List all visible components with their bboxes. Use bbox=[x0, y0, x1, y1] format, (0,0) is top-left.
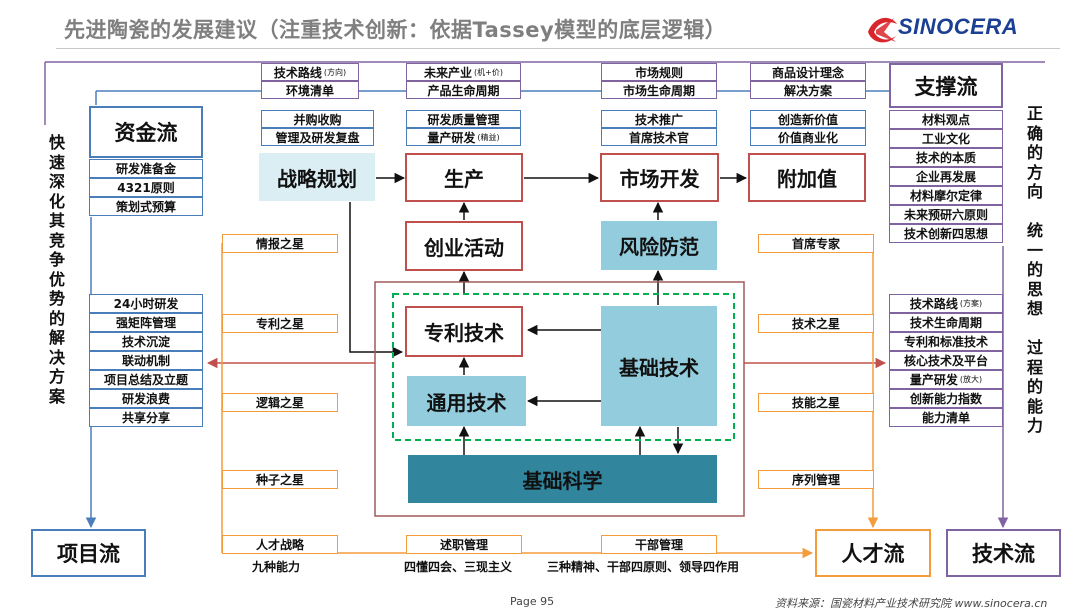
value-label-2: 创造新价值 bbox=[750, 110, 866, 128]
capital-flow-box: 资金流 bbox=[89, 106, 203, 158]
market-label-2: 技术推广 bbox=[601, 110, 717, 128]
infra-tech-box: 基础技术 bbox=[601, 306, 717, 426]
support-item-3: 企业再发展 bbox=[889, 167, 1003, 186]
production-label-1: 产品生命周期 bbox=[406, 81, 521, 99]
tech-item-1: 技术生命周期 bbox=[889, 313, 1003, 332]
tech-item-5: 创新能力指数 bbox=[889, 389, 1003, 408]
strategy-label-3: 管理及研发复盘 bbox=[261, 128, 374, 146]
tech-item-0: 技术路线(方案) bbox=[889, 294, 1003, 313]
tech-item-3: 核心技术及平台 bbox=[889, 351, 1003, 370]
market-label-3: 首席技术官 bbox=[601, 128, 717, 146]
support-item-5: 未来预研六原则 bbox=[889, 205, 1003, 224]
value-added-box: 附加值 bbox=[748, 153, 866, 202]
page-title: 先进陶瓷的发展建议（注重技术创新：依据Tassey模型的底层逻辑） bbox=[64, 18, 727, 42]
strategy-to-patent-arrow bbox=[349, 202, 404, 358]
capital-item-0: 研发准备金 bbox=[89, 159, 203, 178]
project-item-5: 研发浪费 bbox=[89, 389, 203, 408]
talent-right-2: 技能之星 bbox=[758, 393, 874, 412]
strategy-label-0: 技术路线(方向) bbox=[261, 63, 359, 81]
project-item-0: 24小时研发 bbox=[89, 294, 203, 313]
production-box: 生产 bbox=[405, 153, 523, 202]
capital-item-2: 策划式预算 bbox=[89, 197, 203, 216]
talent-mid-0: 述职管理 bbox=[406, 535, 522, 554]
capital-item-1: 4321原则 bbox=[89, 178, 203, 197]
strategy-label-2: 并购收购 bbox=[261, 110, 374, 128]
project-item-3: 联动机制 bbox=[89, 351, 203, 370]
venture-box: 创业活动 bbox=[405, 221, 523, 271]
support-item-6: 技术创新四思想 bbox=[889, 224, 1003, 243]
strategy-box: 战略规划 bbox=[259, 153, 375, 201]
talent-right-1: 技术之星 bbox=[758, 314, 874, 333]
tech-item-4: 量产研发(放大) bbox=[889, 370, 1003, 389]
market-label-1: 市场生命周期 bbox=[601, 81, 717, 99]
left-side-text: 快速深化其竞争优势的解决方案 bbox=[48, 133, 65, 406]
risk-box: 风险防范 bbox=[601, 221, 717, 270]
project-item-2: 技术沉淀 bbox=[89, 332, 203, 351]
tech-flow-box: 技术流 bbox=[946, 529, 1061, 577]
talent-left-2: 逻辑之星 bbox=[222, 393, 338, 412]
talent-right-0: 首席专家 bbox=[758, 234, 874, 253]
strategy-label-1: 环境清单 bbox=[261, 81, 359, 99]
generic-tech-box: 通用技术 bbox=[407, 376, 526, 426]
basic-science-box: 基础科学 bbox=[408, 455, 717, 503]
support-item-4: 材料摩尔定律 bbox=[889, 186, 1003, 205]
page-number: Page 95 bbox=[510, 595, 555, 608]
project-flow-box: 项目流 bbox=[31, 529, 146, 577]
talent-left-0: 情报之星 bbox=[222, 234, 338, 253]
purple-frame bbox=[44, 61, 1045, 125]
production-label-0: 未来产业(机+价) bbox=[406, 63, 521, 81]
market-box: 市场开发 bbox=[600, 153, 719, 202]
production-label-3: 量产研发(精益) bbox=[406, 128, 521, 146]
patent-tech-box: 专利技术 bbox=[405, 306, 523, 357]
tech-dashed-frame bbox=[392, 293, 735, 441]
talent-flow-box: 人才流 bbox=[815, 529, 931, 577]
support-flow-box: 支撑流 bbox=[889, 63, 1003, 108]
project-item-4: 项目总结及立题 bbox=[89, 370, 203, 389]
value-label-0: 商品设计理念 bbox=[750, 63, 866, 81]
sinocera-logo-text: SINOCERA bbox=[898, 14, 1019, 39]
production-label-2: 研发质量管理 bbox=[406, 110, 521, 128]
talent-left-4: 人才战略 bbox=[222, 535, 338, 554]
core-tech-frame bbox=[374, 281, 745, 517]
value-label-3: 价值商业化 bbox=[750, 128, 866, 146]
sinocera-logo-icon bbox=[868, 17, 897, 43]
talent-right-3: 序列管理 bbox=[758, 470, 874, 489]
project-item-6: 共享分享 bbox=[89, 408, 203, 427]
right-side-text: 正确的方向 统一的思想 过程的能力 bbox=[1026, 104, 1043, 435]
tech-item-2: 专利和标准技术 bbox=[889, 332, 1003, 351]
market-label-0: 市场规则 bbox=[601, 63, 717, 81]
talent-left-3: 种子之星 bbox=[222, 470, 338, 489]
support-item-1: 工业文化 bbox=[889, 129, 1003, 148]
support-item-0: 材料观点 bbox=[889, 110, 1003, 129]
source-note: 资料来源：国瓷材料产业技术研究院 www.sinocera.cn bbox=[775, 597, 1048, 610]
support-item-2: 技术的本质 bbox=[889, 148, 1003, 167]
talent-left-note: 九种能力 bbox=[252, 560, 301, 574]
value-label-1: 解决方案 bbox=[750, 81, 866, 99]
talent-mid-note-1: 三种精神、干部四原则、领导四作用 bbox=[547, 560, 740, 574]
talent-mid-note-0: 四懂四会、三现主义 bbox=[404, 560, 513, 574]
project-item-1: 强矩阵管理 bbox=[89, 313, 203, 332]
talent-mid-1: 干部管理 bbox=[601, 535, 717, 554]
title-divider bbox=[56, 48, 1060, 49]
tech-item-6: 能力清单 bbox=[889, 408, 1003, 427]
talent-left-1: 专利之星 bbox=[222, 314, 338, 333]
